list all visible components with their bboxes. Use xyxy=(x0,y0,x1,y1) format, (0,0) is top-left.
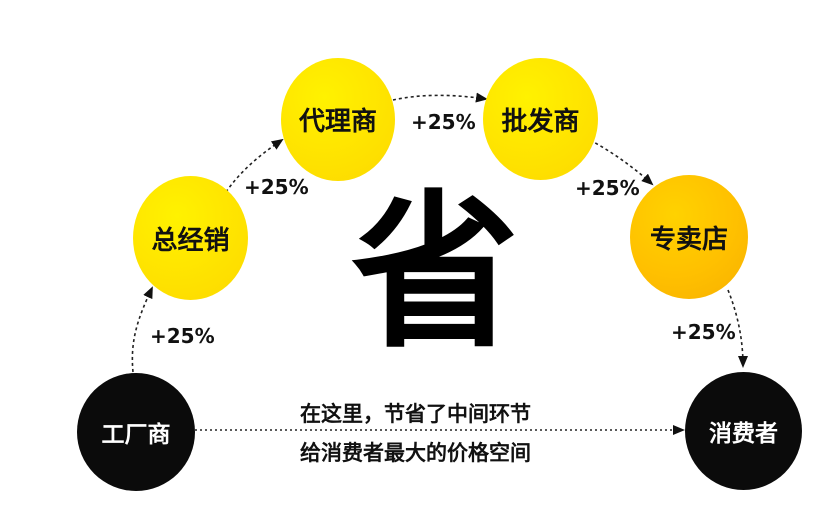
specialty-store-label: 专卖店 xyxy=(649,224,728,255)
agent-label: 代理商 xyxy=(298,107,377,137)
markup-label-2: +25% xyxy=(244,175,309,199)
distributor-label: 总经销 xyxy=(151,225,230,256)
markup-label-5: +25% xyxy=(671,320,736,344)
wholesaler-label: 批发商 xyxy=(501,106,580,137)
distributor-node: 总经销 xyxy=(133,176,248,300)
markup-label-1: +25% xyxy=(150,324,215,348)
arrow-wholesaler-to-store xyxy=(589,139,654,186)
markup-label-4: +25% xyxy=(575,176,640,200)
wholesaler-node: 批发商 xyxy=(483,58,598,180)
consumer-node: 消费者 xyxy=(685,372,802,490)
caption-line-2: 给消费者最大的价格空间 xyxy=(300,441,531,465)
save-character: 省 xyxy=(351,175,519,371)
arrow-agent-to-wholesaler xyxy=(392,92,488,103)
arrow-factory-to-distributor xyxy=(131,286,153,373)
agent-node: 代理商 xyxy=(281,58,395,181)
factory-label: 工厂商 xyxy=(101,422,171,448)
consumer-label: 消费者 xyxy=(709,421,778,447)
specialty-store-node: 专卖店 xyxy=(630,175,748,299)
factory-node: 工厂商 xyxy=(77,373,195,491)
arrow-store-to-consumer xyxy=(727,289,748,368)
arrow-distributor-to-agent xyxy=(225,138,284,193)
caption-line-1: 在这里，节省了中间环节 xyxy=(300,402,531,426)
markup-label-3: +25% xyxy=(411,110,476,134)
